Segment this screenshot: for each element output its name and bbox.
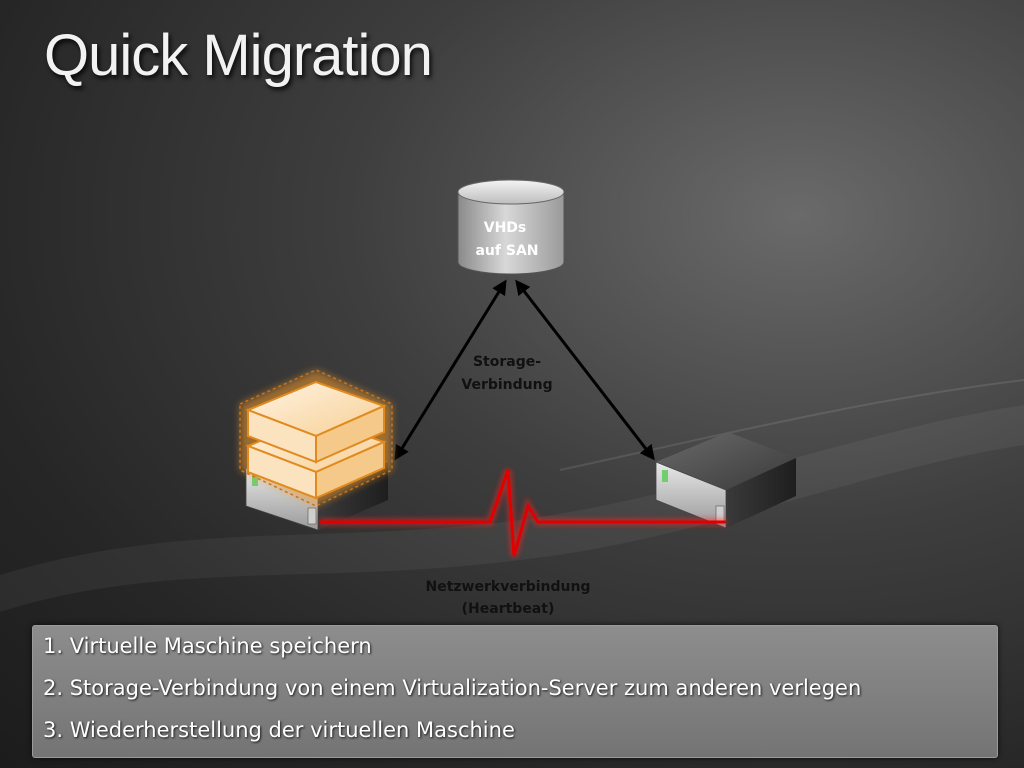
storage-label-line2: auf SAN [475,243,538,259]
network-link-label-line2: (Heartbeat) [462,601,555,617]
migration-diagram: VHDs auf SAN Storage- Verbindung [239,179,796,617]
virtual-machine-icon [239,369,393,507]
step-item: 2. Storage-Verbindung von einem Virtuali… [43,676,862,700]
storage-cylinder-icon [457,179,565,275]
storage-link-label-line1: Storage- [473,354,541,370]
heartbeat-line [320,468,726,558]
network-link-label-line1: Netzwerkverbindung [426,579,591,595]
storage-arrow-left [394,279,507,461]
step-item: 1. Virtuelle Maschine speichern [43,634,372,658]
storage-arrow-right [515,279,655,461]
target-server-icon [655,432,796,529]
steps-box: 1. Virtuelle Maschine speichern 2. Stora… [32,625,998,758]
storage-label-line1: VHDs [484,220,527,236]
storage-link-label-line2: Verbindung [461,377,552,393]
step-item: 3. Wiederherstellung der virtuellen Masc… [43,718,515,742]
slide-title: Quick Migration [44,23,433,88]
